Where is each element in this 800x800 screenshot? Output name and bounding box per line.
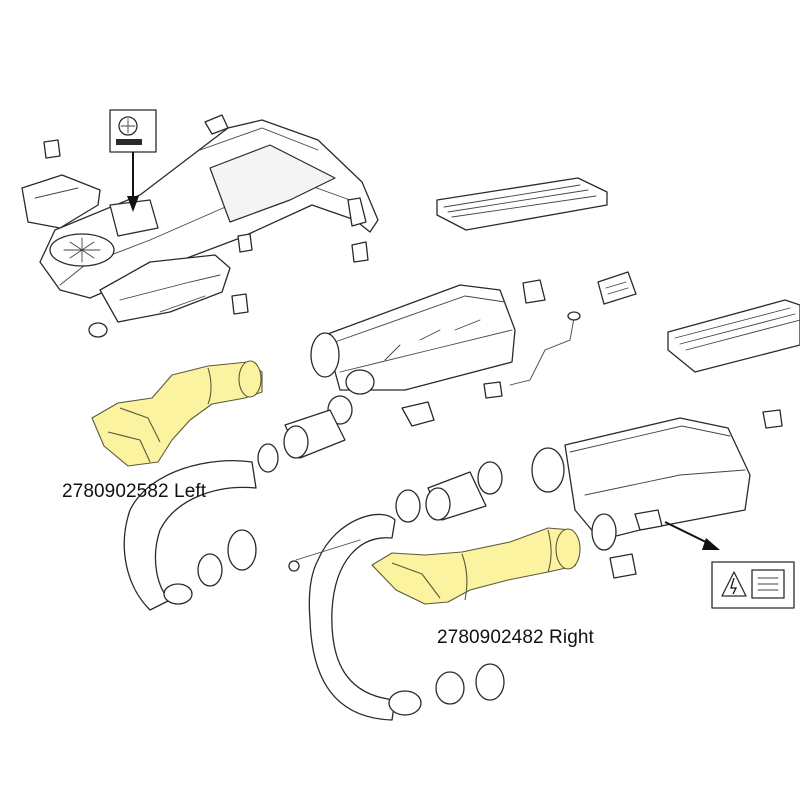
left-part-number-label: 2780902582 Left [62, 481, 207, 502]
air-filter-element-top [436, 177, 608, 231]
filter-symbol-callout [109, 109, 157, 212]
left-lower-pipe [123, 460, 257, 611]
right-maf-assembly [395, 461, 503, 523]
housing-arrow [664, 521, 720, 550]
air-filter-housing-left [310, 284, 516, 395]
air-filter-element-right [667, 299, 800, 373]
cover-clips [43, 139, 369, 338]
sensor-harness-left [483, 279, 581, 399]
right-sensor-clip [609, 409, 783, 579]
bracket-icon-box [597, 271, 637, 305]
warning-symbol-callout [711, 561, 795, 609]
intake-snorkel [99, 254, 231, 323]
engine-cover [21, 114, 379, 299]
left-intake-duct-highlighted [91, 360, 263, 467]
right-lower-pipe [288, 513, 505, 721]
right-intake-duct-highlighted [371, 527, 581, 605]
air-filter-housing-right [531, 417, 751, 551]
right-part-number-label: 2780902482 Right [437, 627, 594, 648]
left-maf-assembly [257, 395, 435, 473]
